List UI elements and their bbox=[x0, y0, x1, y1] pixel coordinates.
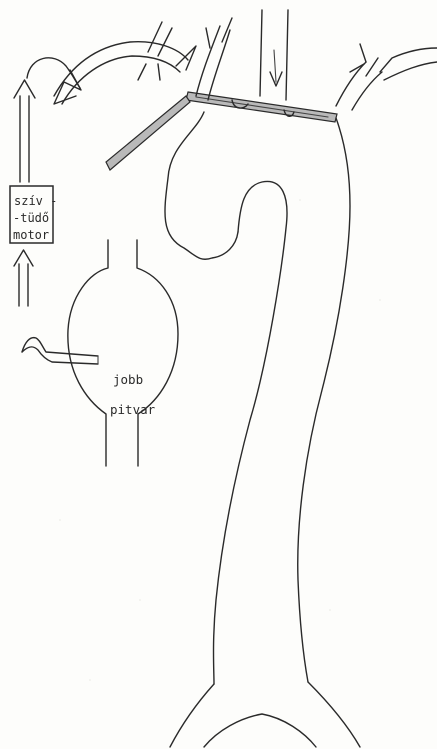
right-atrium bbox=[68, 240, 178, 466]
upward-arrow-bottom bbox=[14, 250, 33, 306]
return-curve-arrow bbox=[27, 58, 81, 90]
iliac-bifurcation bbox=[170, 682, 360, 747]
upward-arrow-top bbox=[14, 80, 35, 182]
atrium-label-line2: pitvar bbox=[110, 402, 156, 417]
carotid-arrow bbox=[260, 10, 288, 100]
left-branch-arrow bbox=[54, 22, 196, 104]
paper-texture bbox=[59, 199, 381, 681]
atrium-label-line1: jobb bbox=[113, 372, 143, 387]
aortic-clamp bbox=[106, 92, 337, 170]
motor-label-line3: motor bbox=[13, 228, 49, 242]
venous-cannula bbox=[22, 338, 98, 364]
aorta-outline bbox=[165, 100, 350, 684]
subclavian-branch-arrow bbox=[336, 44, 437, 110]
brachiocephalic-branch bbox=[196, 18, 232, 100]
motor-label-line2: -tüdő bbox=[13, 211, 49, 225]
motor-label-line1: szív - bbox=[14, 194, 57, 208]
